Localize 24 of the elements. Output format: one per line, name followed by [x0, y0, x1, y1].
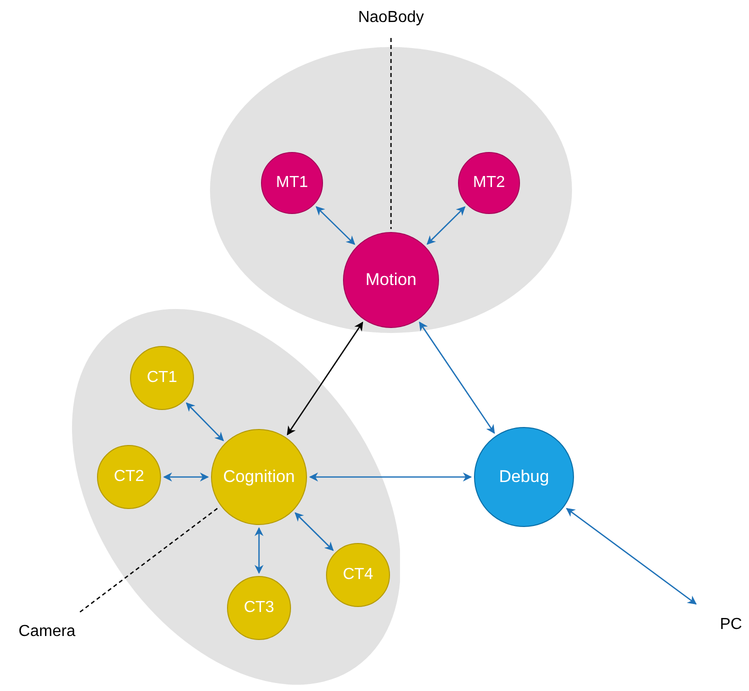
- module-label: MT1: [276, 174, 308, 192]
- endpoint-label: NaoBody: [352, 7, 430, 29]
- double-arrow: [294, 512, 334, 551]
- dashed-line: [80, 507, 219, 613]
- module-label: CT3: [244, 598, 274, 617]
- endpoint-label: PC: [716, 614, 746, 636]
- double-arrow: [163, 472, 209, 482]
- module-label: CT1: [146, 368, 178, 387]
- double-arrow: [426, 206, 466, 245]
- double-arrow: [309, 472, 472, 482]
- double-arrow: [254, 527, 264, 574]
- module-label: Cognition: [223, 466, 295, 487]
- endpoint-label: Camera: [10, 621, 84, 643]
- module-label: Debug: [498, 467, 550, 487]
- double-arrow: [286, 322, 364, 436]
- double-arrow: [419, 322, 495, 434]
- dashed-line: [390, 38, 392, 229]
- module-label: Motion: [365, 270, 417, 290]
- module-label: MT2: [473, 174, 505, 192]
- module-label: CT4: [342, 566, 374, 584]
- double-arrow: [186, 402, 224, 442]
- double-arrow: [566, 508, 697, 605]
- double-arrow: [316, 206, 356, 245]
- module-label: CT2: [114, 468, 144, 486]
